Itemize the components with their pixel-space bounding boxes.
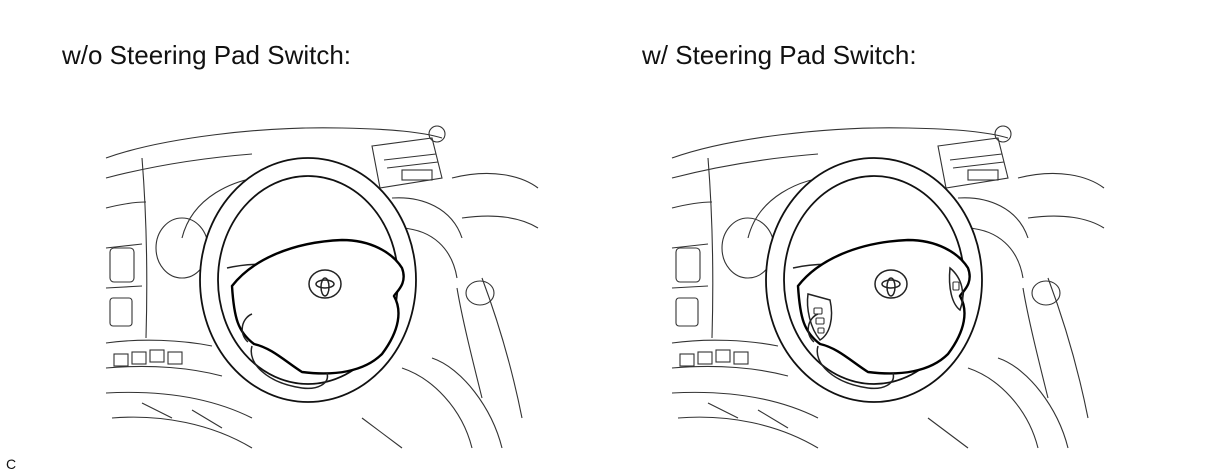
steering-pad-airbag [230,238,405,390]
steering-wheel-illustration-with-switch [671,125,1105,449]
steering-wheel-illustration-without-switch [105,125,539,449]
steering-pad-switch-icon [806,266,964,341]
figure-reference-label: C [6,456,17,472]
toyota-emblem-icon [874,269,908,299]
steering-pad-airbag [796,238,971,390]
panel-title-with-switch: w/ Steering Pad Switch: [642,40,917,70]
toyota-emblem-icon [308,269,342,299]
panel-title-without-switch: w/o Steering Pad Switch: [62,40,352,70]
